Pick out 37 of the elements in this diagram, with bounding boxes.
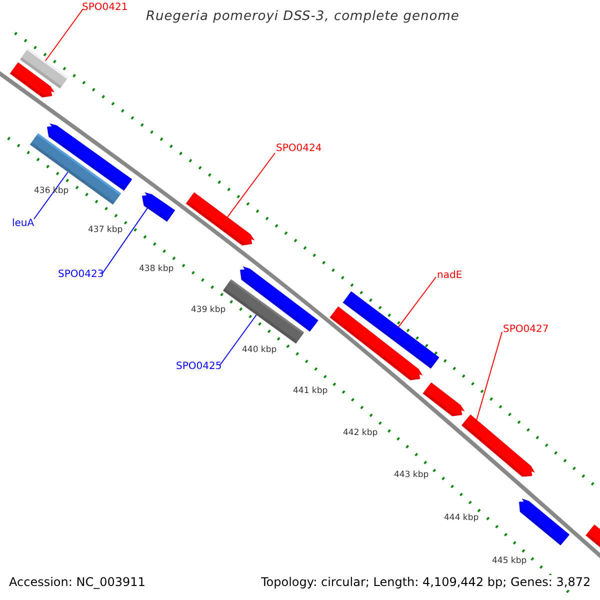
gene-feature xyxy=(586,524,600,549)
position-label: 444 kbp xyxy=(444,513,479,523)
position-label: 443 kbp xyxy=(394,470,429,480)
gene-label: SPO0423 xyxy=(58,269,104,281)
leader-line xyxy=(102,208,148,274)
leader-line xyxy=(476,332,502,420)
footer-text: Accession: NC_003911 xyxy=(9,575,146,589)
title: Ruegeria pomeroyi DSS-3, complete genome xyxy=(146,9,460,24)
position-label: 442 kbp xyxy=(343,428,378,438)
gene-label: SPO0425 xyxy=(176,361,222,373)
gene-label: nadE xyxy=(437,270,462,282)
leader-line xyxy=(226,152,276,218)
position-label: 445 kbp xyxy=(492,556,527,566)
gene-label: SPO0424 xyxy=(276,143,322,155)
position-label: 441 kbp xyxy=(293,386,328,396)
position-label: 436 kbp xyxy=(34,186,69,196)
position-label: 438 kbp xyxy=(139,264,174,274)
gene-feature xyxy=(519,498,570,546)
footer-text: Topology: circular; Length: 4,109,442 bp; Genes: 3,872 xyxy=(261,575,591,589)
gene-feature xyxy=(330,306,423,380)
gene-label: SPO0421 xyxy=(82,2,128,14)
position-label: 437 kbp xyxy=(88,225,123,235)
gene-feature xyxy=(142,192,175,222)
position-label: 439 kbp xyxy=(191,305,226,315)
position-label: 440 kbp xyxy=(242,345,277,355)
gene-feature xyxy=(240,266,318,332)
leader-line xyxy=(220,314,257,366)
gene-feature xyxy=(422,382,465,416)
leader-line xyxy=(44,8,84,62)
gene-label: leuA xyxy=(12,218,34,230)
gene-feature xyxy=(186,192,255,246)
leader-line xyxy=(398,276,436,328)
gene-feature xyxy=(461,414,535,477)
gene-feature xyxy=(10,62,55,98)
leader-line xyxy=(34,172,68,220)
gene-label: SPO0427 xyxy=(503,324,549,336)
gene-feature xyxy=(30,133,122,205)
